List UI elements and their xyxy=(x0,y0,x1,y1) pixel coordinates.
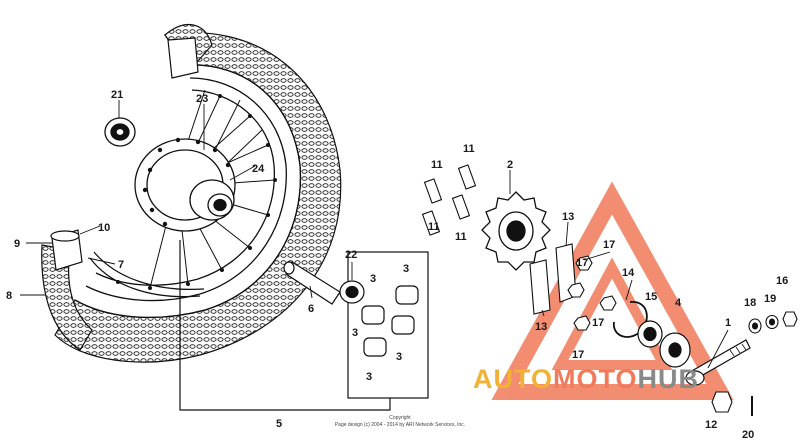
label-1: 1 xyxy=(725,317,731,329)
label-18: 18 xyxy=(744,297,756,309)
nuts-17 xyxy=(567,255,617,331)
dampers-3 xyxy=(361,285,419,357)
label-3e: 3 xyxy=(366,371,372,383)
label-23: 23 xyxy=(196,93,208,105)
label-5: 5 xyxy=(276,418,282,430)
label-24: 24 xyxy=(252,163,265,175)
leader-lines xyxy=(20,100,729,369)
label-6: 6 xyxy=(308,303,314,315)
watermark-logo: AUTOMOTOHUB xyxy=(473,366,699,393)
label-3c: 3 xyxy=(352,327,358,339)
collar-4 xyxy=(659,332,691,368)
label-13a: 13 xyxy=(562,211,574,223)
sprocket-2 xyxy=(481,191,551,271)
copyright: Copyright Page design (c) 2004 - 2014 by… xyxy=(335,415,465,428)
tube-valve xyxy=(50,37,199,271)
label-12: 12 xyxy=(705,419,717,431)
label-20: 20 xyxy=(742,429,754,441)
copyright-line-1: Copyright xyxy=(389,415,411,421)
label-19: 19 xyxy=(764,293,776,305)
label-11a: 11 xyxy=(463,143,475,155)
part-labels: 1 2 3 3 3 3 3 4 5 6 7 8 9 10 11 11 11 11… xyxy=(6,89,788,441)
label-22: 22 xyxy=(345,249,357,261)
label-8: 8 xyxy=(6,290,12,302)
label-17c: 17 xyxy=(592,317,604,329)
axle-hardware xyxy=(748,311,798,334)
axle-1 xyxy=(685,339,751,386)
label-17a: 17 xyxy=(603,239,615,251)
label-13b: 13 xyxy=(535,321,547,333)
axle-spacer-6 xyxy=(283,261,341,305)
label-15: 15 xyxy=(645,291,657,303)
label-14: 14 xyxy=(622,267,635,279)
watermark-hub: HUB xyxy=(637,364,700,394)
label-17d: 17 xyxy=(572,349,584,361)
label-9: 9 xyxy=(14,238,20,250)
copyright-line-2: Page design (c) 2004 - 2014 by ARI Netwo… xyxy=(335,422,465,428)
label-11d: 11 xyxy=(428,221,440,233)
hub xyxy=(134,138,236,232)
bearing-21 xyxy=(104,117,136,147)
rim xyxy=(74,64,302,319)
hub-holes xyxy=(142,137,231,227)
studs-11 xyxy=(421,164,477,236)
label-3b: 3 xyxy=(403,263,409,275)
bracket-5 xyxy=(179,240,429,411)
label-4: 4 xyxy=(675,297,682,309)
label-21: 21 xyxy=(111,89,123,101)
label-7: 7 xyxy=(118,259,124,271)
watermark-auto: AUTO xyxy=(473,364,554,394)
label-3d: 3 xyxy=(396,351,402,363)
label-11b: 11 xyxy=(431,159,443,171)
label-17b: 17 xyxy=(576,257,588,269)
watermark-moto: MOTO xyxy=(553,364,638,394)
label-11c: 11 xyxy=(455,231,467,243)
label-3a: 3 xyxy=(370,273,376,285)
seal-15 xyxy=(637,320,663,348)
bearing-22 xyxy=(339,280,365,304)
label-2: 2 xyxy=(507,159,513,171)
axle-nut-12 xyxy=(711,391,753,416)
label-16: 16 xyxy=(776,275,788,287)
label-10: 10 xyxy=(98,222,110,234)
rim-band xyxy=(89,251,205,298)
